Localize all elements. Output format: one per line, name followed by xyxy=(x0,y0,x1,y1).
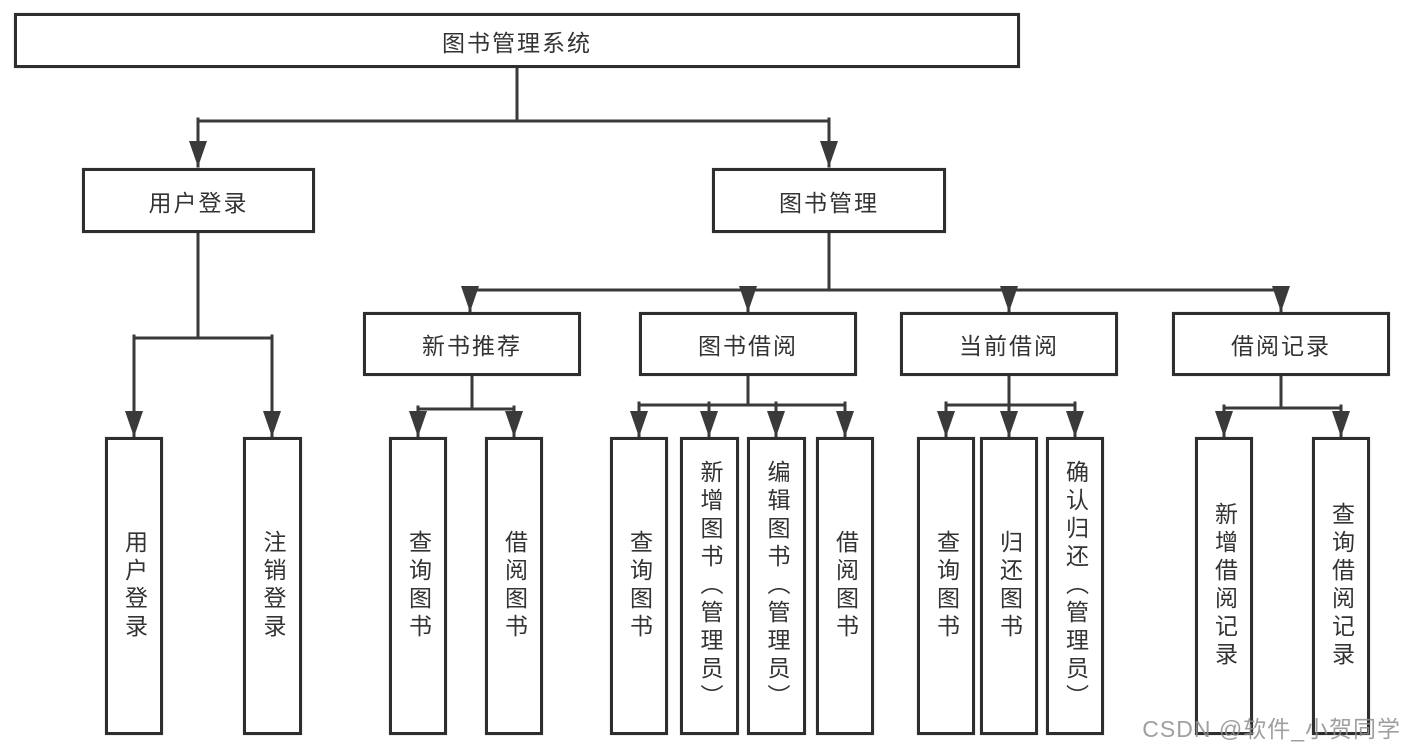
leaf-borrow-books: 借阅图书 xyxy=(816,437,874,735)
node-new-book-recommend: 新书推荐 xyxy=(363,312,581,376)
csdn-watermark: CSDN @软件_小贺同学 xyxy=(1142,716,1401,742)
node-user-login: 用户登录 xyxy=(82,168,315,233)
node-book-borrow: 图书借阅 xyxy=(639,312,857,376)
leaf-query-books-recommend: 查询图书 xyxy=(389,437,447,735)
node-library-management-system: 图书管理系统 xyxy=(14,13,1020,68)
leaf-query-borrow-record: 查询借阅记录 xyxy=(1312,437,1370,735)
node-book-management: 图书管理 xyxy=(712,168,946,233)
leaf-query-books-current: 查询图书 xyxy=(917,437,975,735)
leaf-add-book-admin: 新增图书（管理员） xyxy=(680,437,739,735)
node-borrow-records: 借阅记录 xyxy=(1172,312,1390,376)
leaf-query-books-borrow: 查询图书 xyxy=(610,437,668,735)
leaf-return-book: 归还图书 xyxy=(980,437,1038,735)
leaf-confirm-return-admin: 确认归还（管理员） xyxy=(1046,437,1104,735)
leaf-logout: 注销登录 xyxy=(243,437,302,735)
node-current-borrow: 当前借阅 xyxy=(900,312,1118,376)
leaf-edit-book-admin: 编辑图书（管理员） xyxy=(747,437,806,735)
leaf-borrow-books-recommend: 借阅图书 xyxy=(485,437,543,735)
leaf-user-login: 用户登录 xyxy=(105,437,163,735)
leaf-add-borrow-record: 新增借阅记录 xyxy=(1195,437,1253,735)
